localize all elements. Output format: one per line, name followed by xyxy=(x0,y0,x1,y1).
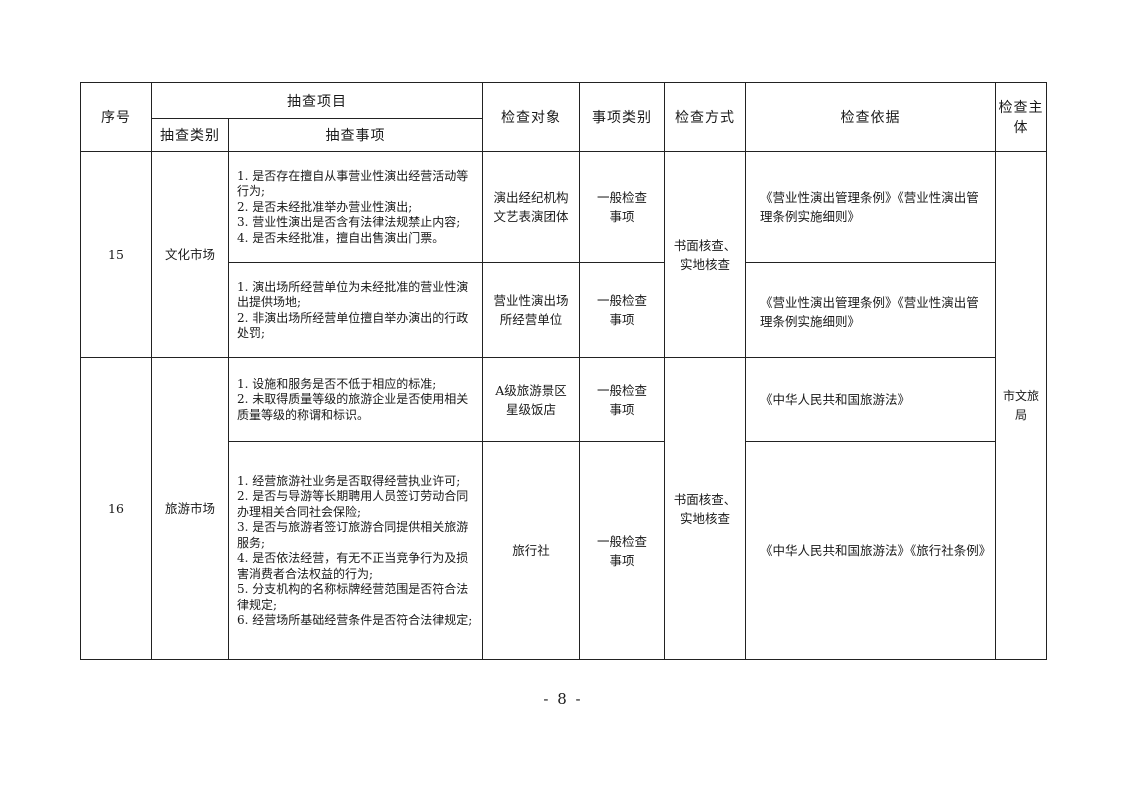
check-items: 1. 是否存在擅自从事营业性演出经营活动等行为; 2. 是否未经批准举办营业性演… xyxy=(228,151,483,263)
check-item: 1. 是否存在擅自从事营业性演出经营活动等行为; xyxy=(237,168,469,199)
check-type: 一般检查事项 xyxy=(579,151,665,263)
check-item: 2. 非演出场所经营单位擅自举办演出的行政处罚; xyxy=(237,310,469,341)
header-method: 检查方式 xyxy=(664,82,746,152)
check-basis: 《营业性演出管理条例》《营业性演出管理条例实施细则》 xyxy=(745,262,996,358)
table-row: 15 文化市场 1. 是否存在擅自从事营业性演出经营活动等行为; 2. 是否未经… xyxy=(80,151,1047,660)
header-basis: 检查依据 xyxy=(745,82,996,152)
check-item: 2. 是否未经批准举办营业性演出; xyxy=(237,199,413,214)
header-type: 事项类别 xyxy=(579,82,665,152)
header-matter: 抽查事项 xyxy=(228,118,483,152)
check-subject: 市文旅局 xyxy=(995,151,1047,660)
page-number: - 8 - xyxy=(543,690,583,708)
check-target: A级旅游景区星级饭店 xyxy=(482,357,580,442)
row-category: 旅游市场 xyxy=(151,357,229,660)
header-target: 检查对象 xyxy=(482,82,580,152)
check-target: 旅行社 xyxy=(482,441,580,660)
check-item: 1. 设施和服务是否不低于相应的标准; xyxy=(237,376,437,391)
check-item: 5. 分支机构的名称标牌经营范围是否符合法律规定; xyxy=(237,582,469,612)
check-type: 一般检查事项 xyxy=(579,262,665,358)
check-item: 1. 演出场所经营单位为未经批准的营业性演出提供场地; xyxy=(237,279,469,310)
check-basis: 《中华人民共和国旅游法》《旅行社条例》 xyxy=(745,441,996,660)
check-target: 营业性演出场所经营单位 xyxy=(482,262,580,358)
table-row: 16 旅游市场 1. 设施和服务是否不低于相应的标准; 2. 未取得质量等级的旅… xyxy=(80,357,1047,660)
check-item: 3. 是否与旅游者签订旅游合同提供相关旅游服务; xyxy=(237,520,469,550)
check-item: 4. 是否依法经营，有无不正当竞争行为及损害消费者合法权益的行为; xyxy=(237,551,469,581)
row-seq: 16 xyxy=(80,357,152,660)
check-basis: 《中华人民共和国旅游法》 xyxy=(745,357,996,442)
inspection-table: 序号 抽查项目 检查对象 事项类别 检查方式 检查依据 检查主体 抽查类别 抽查… xyxy=(80,82,1047,660)
check-items: 1. 演出场所经营单位为未经批准的营业性演出提供场地; 2. 非演出场所经营单位… xyxy=(228,262,483,358)
row-category: 文化市场 xyxy=(151,151,229,358)
check-item: 3. 营业性演出是否含有法律法规禁止内容; xyxy=(237,215,461,230)
check-method: 书面核查、实地核查 xyxy=(664,357,746,660)
check-item: 2. 是否与导游等长期聘用人员签订劳动合同办理相关合同社会保险; xyxy=(237,489,469,519)
check-item: 4. 是否未经批准，擅自出售演出门票。 xyxy=(237,230,445,245)
check-item: 6. 经营场所基础经营条件是否符合法律规定; xyxy=(237,613,473,627)
row-seq: 15 xyxy=(80,151,152,358)
check-items: 1. 设施和服务是否不低于相应的标准; 2. 未取得质量等级的旅游企业是否使用相… xyxy=(228,357,483,442)
check-type: 一般检查事项 xyxy=(579,357,665,442)
check-item: 1. 经营旅游社业务是否取得经营执业许可; xyxy=(237,473,461,488)
header-project: 抽查项目 xyxy=(151,82,483,119)
table-row: 1. 演出场所经营单位为未经批准的营业性演出提供场地; 2. 非演出场所经营单位… xyxy=(81,262,1047,358)
header-category: 抽查类别 xyxy=(151,118,229,152)
check-items: 1. 经营旅游社业务是否取得经营执业许可; 2. 是否与导游等长期聘用人员签订劳… xyxy=(228,441,483,660)
check-basis: 《营业性演出管理条例》《营业性演出管理条例实施细则》 xyxy=(745,151,996,263)
check-target: 演出经纪机构文艺表演团体 xyxy=(482,151,580,263)
check-type: 一般检查事项 xyxy=(579,441,665,660)
header-seq: 序号 xyxy=(80,82,152,152)
check-item: 2. 未取得质量等级的旅游企业是否使用相关质量等级的称谓和标识。 xyxy=(237,392,469,422)
table-row: 1. 经营旅游社业务是否取得经营执业许可; 2. 是否与导游等长期聘用人员签订劳… xyxy=(81,441,1047,660)
header-subject: 检查主体 xyxy=(995,82,1047,152)
check-method: 书面核查、实地核查 xyxy=(664,151,746,358)
